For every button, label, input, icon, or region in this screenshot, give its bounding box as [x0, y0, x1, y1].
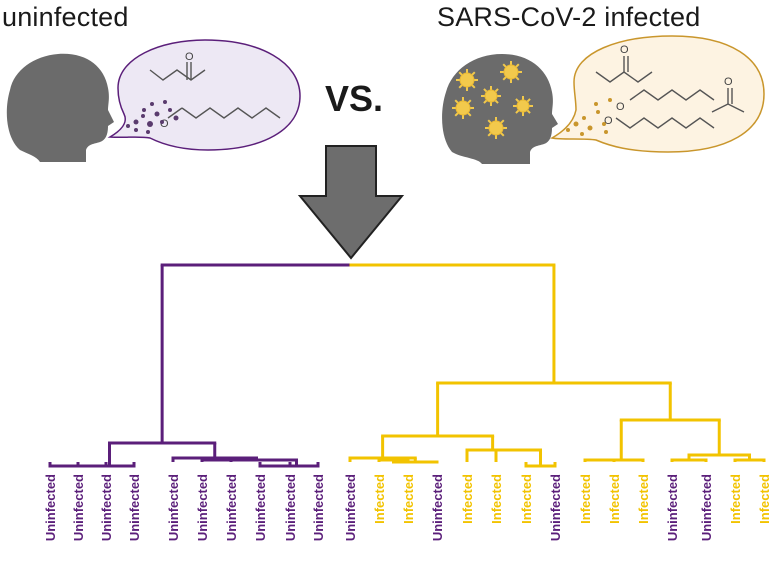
leaf-label: Uninfected	[43, 474, 58, 541]
particle-dot	[566, 128, 570, 132]
leaf-label: Uninfected	[99, 474, 114, 541]
particle-dot	[596, 110, 600, 114]
child-head-icon	[6, 53, 115, 162]
particle-dot	[173, 115, 179, 121]
oxygen-atom-label: O	[724, 76, 733, 88]
child-head-icon	[442, 54, 558, 164]
leaf-label: Uninfected	[548, 474, 563, 541]
virus-icon	[485, 117, 507, 139]
leaf-label: Infected	[401, 474, 416, 524]
virus-body	[503, 64, 519, 80]
infected-heading: SARS-CoV-2 infected	[437, 2, 701, 32]
leaf-label: Uninfected	[311, 474, 326, 541]
leaf-label: Uninfected	[430, 474, 445, 541]
leaf-label: Infected	[460, 474, 475, 524]
particle-dot	[160, 120, 164, 124]
leaf-label: Uninfected	[127, 474, 142, 541]
particle-dot	[141, 114, 145, 118]
particle-dot	[133, 119, 139, 125]
virus-icon	[500, 61, 522, 83]
leaf-label: Uninfected	[665, 474, 680, 541]
virus-icon	[452, 61, 533, 139]
particle-dot	[608, 98, 612, 102]
versus-label: VS.	[325, 78, 384, 119]
particle-dot	[587, 125, 593, 131]
leaf-label: Uninfected	[253, 474, 268, 541]
particle-dot	[134, 128, 138, 132]
speech-bubble-icon: O O O O	[549, 35, 765, 153]
left-bubble-shape	[107, 39, 301, 151]
leaf-label: Uninfected	[71, 474, 86, 541]
oxygen-atom-label: O	[185, 51, 194, 63]
particle-dot	[604, 130, 608, 134]
aerosol-particles-icon	[126, 100, 179, 134]
particle-dot	[602, 122, 606, 126]
virus-body	[484, 89, 498, 103]
virus-icon	[513, 96, 533, 116]
molecule-ketone-icon	[595, 56, 745, 129]
leaf-label: Uninfected	[283, 474, 298, 541]
leaf-label: Uninfected	[343, 474, 358, 541]
oxygen-atom-label: O	[604, 115, 613, 127]
particle-dot	[150, 102, 154, 106]
virus-body	[459, 72, 475, 88]
leaf-label: Uninfected	[224, 474, 239, 541]
particle-dot	[147, 121, 153, 127]
oxygen-atom-label: O	[620, 44, 629, 56]
virus-icon	[452, 97, 474, 119]
particle-dot	[594, 102, 598, 106]
leaf-label: Infected	[636, 474, 651, 524]
leaf-label: Infected	[607, 474, 622, 524]
particle-dot	[142, 108, 146, 112]
leaf-label: Infected	[372, 474, 387, 524]
molecule-ketone-icon	[149, 62, 281, 119]
oxygen-atom-label: O	[160, 118, 169, 130]
leaf-label: Infected	[728, 474, 743, 524]
particle-dot	[168, 108, 172, 112]
leaf-label: Uninfected	[166, 474, 181, 541]
particle-dot	[163, 100, 167, 104]
particle-dot	[580, 132, 584, 136]
particle-dot	[146, 130, 150, 134]
leaf-label: Infected	[757, 474, 772, 524]
particle-dot	[126, 124, 130, 128]
virus-body	[516, 99, 530, 113]
aerosol-particles-icon	[566, 98, 612, 136]
virus-icon	[456, 69, 478, 91]
virus-icon	[481, 86, 501, 106]
virus-body	[488, 120, 504, 136]
leaf-label: Uninfected	[195, 474, 210, 541]
speech-bubble-icon: O O	[107, 39, 301, 151]
leaf-label: Infected	[489, 474, 504, 524]
uninfected-heading: uninfected	[2, 2, 129, 32]
left-head-shape	[6, 53, 115, 162]
leaf-label: Infected	[578, 474, 593, 524]
dendrogram-leaf-labels: Uninfected Uninfected Uninfected Uninfected…	[43, 474, 772, 541]
down-arrow-icon	[297, 145, 405, 260]
dendrogram	[48, 263, 766, 468]
particle-dot	[154, 111, 160, 117]
leaf-label: Infected	[519, 474, 534, 524]
oxygen-atom-label: O	[616, 101, 625, 113]
leaf-label: Uninfected	[699, 474, 714, 541]
particle-dot	[573, 121, 579, 127]
particle-dot	[582, 116, 586, 120]
virus-body	[455, 100, 471, 116]
